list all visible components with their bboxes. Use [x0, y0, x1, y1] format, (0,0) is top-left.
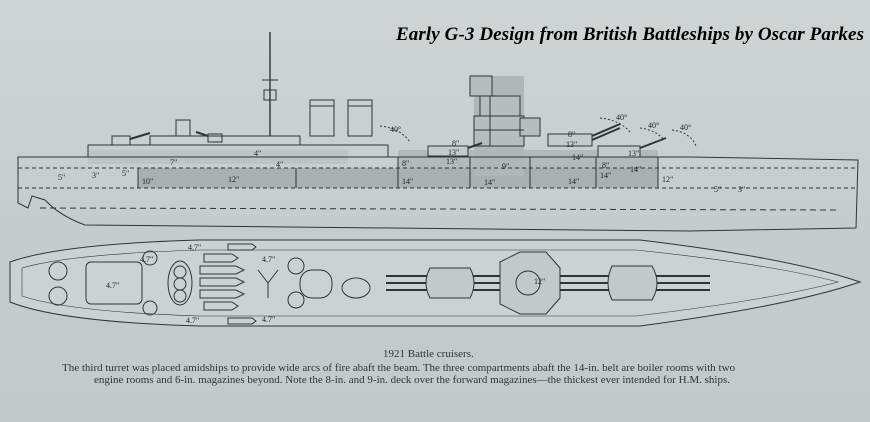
turret-a-plan [607, 265, 658, 301]
ship-profile [17, 32, 859, 232]
profile-labels: 4" 4" 12" 7" 10" 5" 3" 5" 14" 14" 14" 13… [58, 113, 745, 194]
profile-label: 14" [484, 178, 495, 187]
forward-funnel [309, 99, 335, 137]
profile-label: 5" [122, 169, 129, 178]
bridge-tower [473, 115, 525, 147]
aft-turret-profile [111, 135, 131, 146]
aft-funnel [347, 99, 373, 137]
keel-line [39, 207, 841, 211]
elevation-label: 40° [390, 125, 401, 134]
profile-label: 14" [630, 165, 641, 174]
caption-heading: 1921 Battle cruisers. [383, 348, 474, 360]
caption-line-1: The third turret was placed amidships to… [62, 362, 736, 374]
profile-label: 7" [170, 158, 177, 167]
plan-gun-label: 4.7" [140, 255, 153, 264]
profile-label: 14" [568, 177, 579, 186]
profile-label: 9" [502, 162, 509, 171]
bridge-plan [499, 251, 561, 315]
plan-gun-label: 12" [534, 277, 545, 286]
profile-label: 14" [572, 153, 583, 162]
profile-label: 3" [738, 185, 745, 194]
profile-label: 14" [402, 177, 413, 186]
profile-label: 13" [446, 157, 457, 166]
page-title: Early G-3 Design from British Battleship… [396, 24, 865, 45]
funnel-plan [167, 260, 193, 306]
main-gun-barrels [386, 275, 710, 291]
profile-label: 14" [600, 171, 611, 180]
profile-label: 5" [714, 185, 721, 194]
elevation-label: 40° [616, 113, 627, 122]
boat-deck [149, 135, 301, 146]
plan-gun-label: 4.7" [188, 243, 201, 252]
plan-labels: 4.7" 4.7" 4.7" 4.7" 4.7" 4.7" 12" [106, 243, 545, 325]
profile-label: 8" [402, 159, 409, 168]
turret-b-plan [425, 267, 475, 299]
plan-gun-label: 4.7" [262, 255, 275, 264]
turret-b-profile [427, 145, 469, 157]
profile-label: 4" [254, 149, 261, 158]
plan-gun-label: 4.7" [106, 281, 119, 290]
elevation-label: 40° [680, 123, 691, 132]
profile-label: 8" [568, 130, 575, 139]
turret-x-profile [597, 145, 641, 158]
profile-label: 8" [452, 139, 459, 148]
plan-gun-label: 4.7" [186, 316, 199, 325]
profile-label: 5" [58, 173, 65, 182]
elevation-label: 40° [648, 121, 659, 130]
profile-label: 13" [448, 148, 459, 157]
profile-label: 3" [92, 171, 99, 180]
hull-outline [17, 156, 859, 232]
ship-drawing: 4" 4" 12" 7" 10" 5" 3" 5" 14" 14" 14" 13… [9, 32, 862, 327]
caption-line-2: engine rooms and 6-in. magazines beyond.… [94, 374, 730, 386]
aft-superstructure-plan [85, 261, 143, 305]
profile-label: 13" [566, 140, 577, 149]
profile-label: 4" [276, 160, 283, 169]
aft-secondary-mount [48, 261, 68, 281]
ship-plan [9, 239, 862, 327]
plan-gun-label: 4.7" [262, 315, 275, 324]
profile-label: 13" [628, 149, 639, 158]
profile-label: 8" [602, 161, 609, 170]
profile-label: 12" [662, 175, 673, 184]
funnel-oval [299, 269, 333, 299]
profile-label: 12" [228, 175, 239, 184]
profile-label: 10" [142, 177, 153, 186]
